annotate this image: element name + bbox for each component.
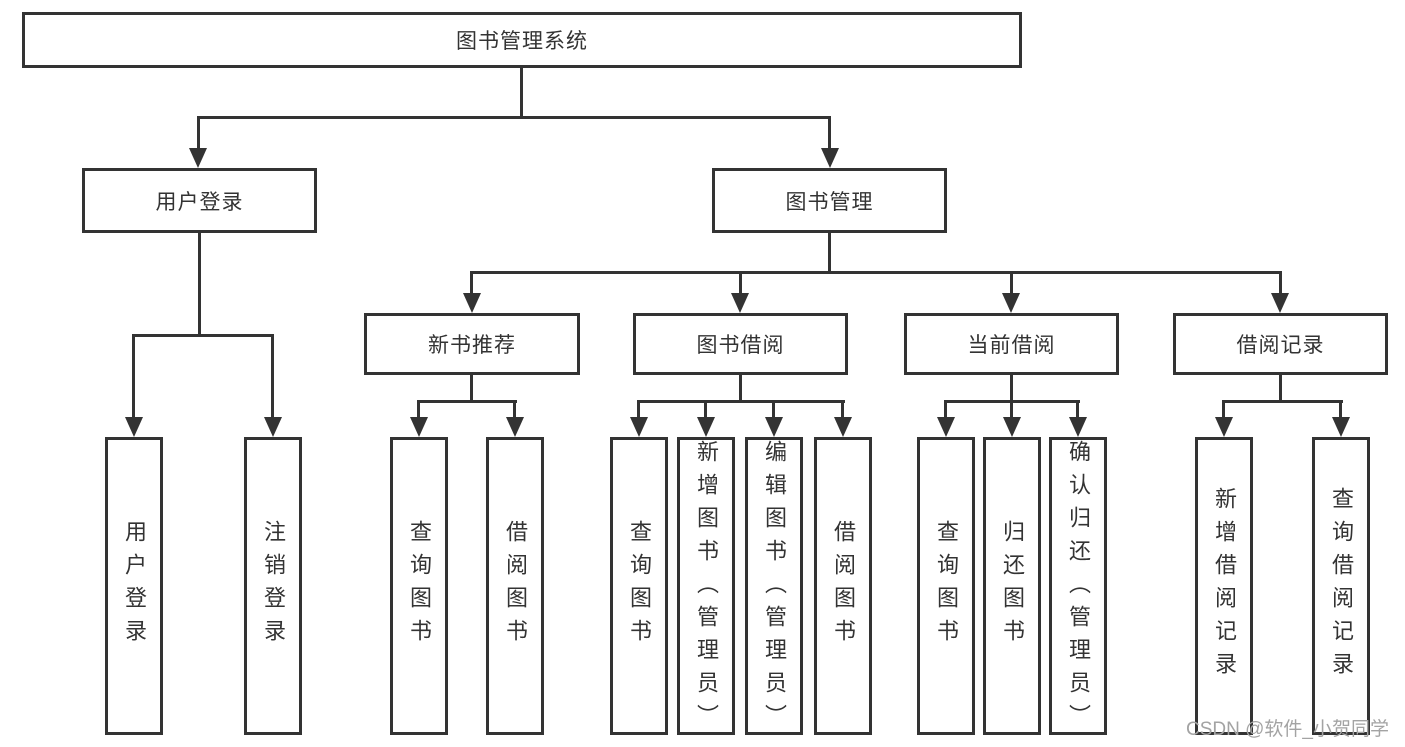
arrowhead	[937, 417, 955, 437]
connector-line	[520, 68, 523, 118]
connector-line	[271, 334, 274, 420]
leaf-borrow-books-label: 借阅图书	[831, 520, 856, 652]
leaf-query-books-borrow-label: 查询图书	[627, 520, 652, 652]
arrowhead	[410, 417, 428, 437]
arrowhead	[697, 417, 715, 437]
arrowhead	[189, 148, 207, 168]
leaf-borrow-books: 借阅图书	[814, 437, 872, 735]
arrowhead	[834, 417, 852, 437]
node-root: 图书管理系统	[22, 12, 1022, 68]
leaf-query-books-recommend: 查询图书	[390, 437, 448, 735]
arrowhead	[1271, 293, 1289, 313]
connector-line	[417, 400, 420, 422]
node-new-book-recommend-label: 新书推荐	[428, 334, 516, 357]
arrowhead	[264, 417, 282, 437]
node-borrow-records: 借阅记录	[1173, 313, 1388, 375]
connector-line	[198, 233, 201, 337]
leaf-edit-books-admin: 编辑图书（管理员）	[745, 437, 803, 737]
connector-line	[944, 400, 947, 422]
leaf-query-books-borrow: 查询图书	[610, 437, 668, 735]
connector-line	[1010, 271, 1013, 295]
connector-line	[470, 271, 473, 295]
leaf-add-books-admin: 新增图书（管理员）	[677, 437, 735, 737]
leaf-borrow-books-recommend-label: 借阅图书	[503, 520, 528, 652]
connector-line	[197, 116, 200, 150]
node-current-borrow-label: 当前借阅	[967, 334, 1056, 357]
leaf-borrow-books-recommend: 借阅图书	[486, 437, 544, 735]
node-book-management: 图书管理	[712, 168, 947, 233]
node-book-management-label: 图书管理	[785, 190, 874, 214]
connector-line	[1010, 375, 1013, 403]
connector-line	[1279, 271, 1282, 295]
arrowhead	[463, 293, 481, 313]
leaf-query-borrow-record-label: 查询借阅记录	[1329, 487, 1354, 685]
leaf-add-borrow-record: 新增借阅记录	[1195, 437, 1253, 735]
connector-line	[828, 116, 831, 150]
leaf-user-login-label: 用户登录	[122, 520, 147, 652]
connector-line	[1010, 400, 1013, 422]
connector-line	[637, 400, 845, 403]
node-user-login-label: 用户登录	[155, 190, 244, 214]
connector-line	[470, 271, 1282, 274]
connector-line	[772, 400, 775, 422]
connector-line	[704, 400, 707, 422]
arrowhead	[821, 148, 839, 168]
leaf-return-books-label: 归还图书	[1000, 520, 1025, 652]
connector-line	[1279, 375, 1282, 403]
leaf-query-books-recommend-label: 查询图书	[407, 520, 432, 652]
arrowhead	[765, 417, 783, 437]
connector-line	[132, 334, 135, 420]
connector-line	[197, 116, 831, 119]
arrowhead	[1332, 417, 1350, 437]
leaf-query-books-current-label: 查询图书	[934, 520, 959, 652]
node-book-borrow: 图书借阅	[633, 313, 848, 375]
leaf-logout: 注销登录	[244, 437, 302, 735]
leaf-logout-label: 注销登录	[261, 520, 286, 652]
leaf-confirm-return-admin-label: 确认归还（管理员）	[1066, 440, 1091, 737]
leaf-confirm-return-admin: 确认归还（管理员）	[1049, 437, 1107, 737]
leaf-user-login: 用户登录	[105, 437, 163, 735]
node-current-borrow: 当前借阅	[904, 313, 1119, 375]
arrowhead	[1003, 417, 1021, 437]
arrowhead	[506, 417, 524, 437]
arrowhead	[731, 293, 749, 313]
arrowhead	[1069, 417, 1087, 437]
connector-line	[513, 400, 516, 422]
connector-line	[1339, 400, 1342, 422]
arrowhead	[1215, 417, 1233, 437]
leaf-edit-books-admin-label: 编辑图书（管理员）	[762, 440, 787, 737]
connector-line	[417, 400, 517, 403]
connector-line	[828, 233, 831, 274]
leaf-return-books: 归还图书	[983, 437, 1041, 735]
leaf-query-books-current: 查询图书	[917, 437, 975, 735]
arrowhead	[630, 417, 648, 437]
connector-line	[1076, 400, 1079, 422]
connector-line	[1222, 400, 1343, 403]
leaf-query-borrow-record: 查询借阅记录	[1312, 437, 1370, 735]
node-user-login: 用户登录	[82, 168, 317, 233]
leaf-add-books-admin-label: 新增图书（管理员）	[694, 440, 719, 737]
arrowhead	[125, 417, 143, 437]
connector-line	[132, 334, 274, 337]
node-borrow-records-label: 借阅记录	[1236, 334, 1325, 357]
connector-line	[739, 271, 742, 295]
connector-line	[739, 375, 742, 403]
leaf-add-borrow-record-label: 新增借阅记录	[1212, 487, 1237, 685]
connector-line	[470, 375, 473, 403]
connector-line	[637, 400, 640, 422]
node-new-book-recommend: 新书推荐	[364, 313, 580, 375]
arrowhead	[1002, 293, 1020, 313]
connector-line	[841, 400, 844, 422]
watermark: CSDN @软件_小贺同学	[1186, 719, 1389, 740]
node-root-label: 图书管理系统	[456, 30, 588, 53]
connector-line	[1222, 400, 1225, 422]
node-book-borrow-label: 图书借阅	[696, 334, 785, 357]
